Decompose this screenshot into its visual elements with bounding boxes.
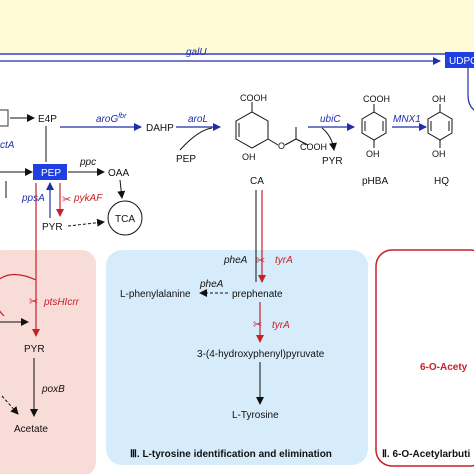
panel-pyr-label: PYR xyxy=(24,344,45,355)
ca-oh-label: OH xyxy=(242,152,256,162)
panel-tyrosine xyxy=(106,250,368,465)
galu-label: galU xyxy=(186,47,207,58)
pep-cofactor-arc xyxy=(179,127,213,151)
pykaf-scissors-icon: ✂ xyxy=(62,194,71,206)
pyr-mid-label: PYR xyxy=(322,156,343,167)
acetate-label: Acetate xyxy=(14,424,48,435)
hq-structure xyxy=(427,104,453,148)
phea-mid-label: pheA xyxy=(199,279,224,290)
phea-top-label: pheA xyxy=(223,255,248,266)
oaa-label: OAA xyxy=(108,168,129,179)
hq-label: HQ xyxy=(434,176,449,187)
pyr-byproduct-arc xyxy=(321,127,337,151)
tyra-mid-scissors-icon: ✂ xyxy=(253,319,262,331)
hq-oh-top-label: OH xyxy=(432,94,446,104)
ppsa-label: ppsA xyxy=(21,193,45,204)
panel-tyrosine-caption: Ⅲ. L-tyrosine identification and elimina… xyxy=(130,449,332,460)
panel-acetate xyxy=(0,250,96,474)
panel-arbutin xyxy=(375,249,474,467)
oaa-to-tca-arrow xyxy=(117,179,126,199)
arol-label: aroL xyxy=(188,114,208,125)
pyr-left-label: PYR xyxy=(42,222,63,233)
tyrosine-label: L-Tyrosine xyxy=(232,410,279,421)
hq-oh-bottom-label: OH xyxy=(432,149,446,159)
udpg-down-connector xyxy=(467,68,474,111)
hpp-label: 3-(4-hydroxyphenyl)pyruvate xyxy=(197,349,325,360)
pep-label: PEP xyxy=(41,168,61,179)
pep-box xyxy=(33,164,67,180)
ca-cooh-label: COOH xyxy=(240,93,267,103)
ptshicrr-scissors-icon: ✂ xyxy=(29,296,38,308)
pyr-to-tca-dashed xyxy=(67,218,105,227)
arog-label: aroGfbr xyxy=(96,113,127,125)
phba-oh-label: OH xyxy=(366,149,380,159)
ptshicrr-loop xyxy=(0,273,37,317)
phba-structure xyxy=(361,104,387,148)
phba-cooh-label: COOH xyxy=(363,94,390,104)
tca-label: TCA xyxy=(115,214,135,225)
ca-o-label: O xyxy=(278,141,285,151)
dahp-label: DAHP xyxy=(146,123,174,134)
phba-label: pHBA xyxy=(362,176,388,187)
tca-circle xyxy=(107,200,143,236)
tyra-top-label: tyrA xyxy=(275,255,293,266)
side-to-acetate-dashed xyxy=(1,395,19,415)
udpg-label: UDPG xyxy=(449,56,474,67)
prephenate-label: prephenate xyxy=(232,289,283,300)
panel-arbutin-label: 6-O-Acety xyxy=(420,362,468,373)
acta-partial-label: ctA xyxy=(0,140,15,151)
pep-small-label: PEP xyxy=(176,154,196,165)
ca-cooh2-label: COOH xyxy=(300,142,327,152)
udpg-box xyxy=(445,52,474,68)
tyra-top-scissors-icon: ✂ xyxy=(256,255,265,267)
mnx1-label: MNX1 xyxy=(393,114,421,125)
left-partial-box xyxy=(0,109,9,127)
e4p-label: E4P xyxy=(38,114,57,125)
ca-label: CA xyxy=(250,176,264,187)
pykaf-label: pykAF xyxy=(73,193,103,204)
phenylalanine-label: L-phenylalanine xyxy=(120,289,191,300)
ptshicrr-label: ptsHIcrr xyxy=(43,297,80,308)
tyra-mid-label: tyrA xyxy=(272,320,290,331)
ppc-label: ppc xyxy=(79,157,96,168)
panel-arbutin-caption: Ⅱ. 6-O-Acetylarbuti xyxy=(382,449,470,460)
poxb-label: poxB xyxy=(41,384,65,395)
ubic-label: ubiC xyxy=(320,114,341,125)
top-band xyxy=(0,0,474,55)
chorismate-structure xyxy=(235,102,309,149)
